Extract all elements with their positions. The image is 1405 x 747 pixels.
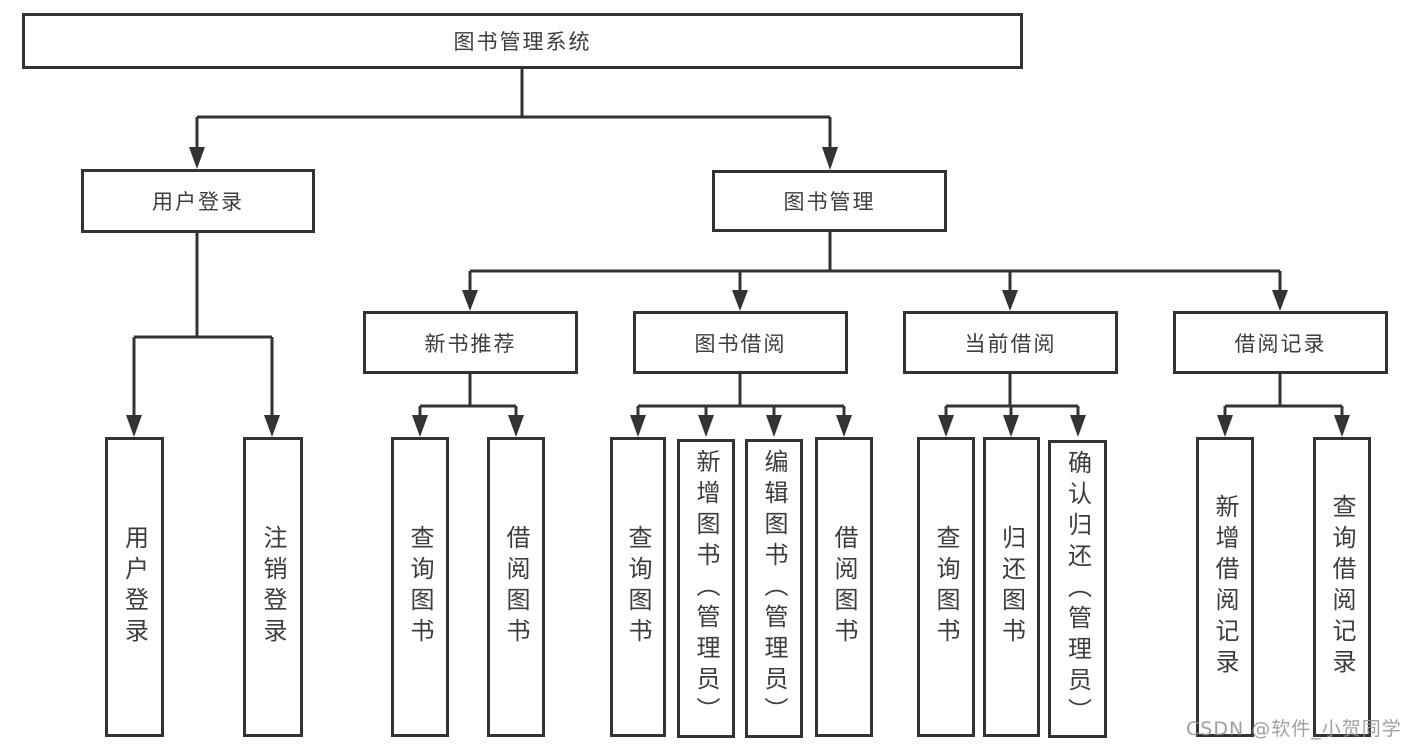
node-label: 用户登录: [120, 525, 149, 649]
node-current-borrow: 当前借阅: [903, 311, 1118, 374]
node-label: 新书推荐: [424, 331, 517, 356]
node-label: 新增借阅记录: [1211, 494, 1239, 680]
node-label: 借阅记录: [1234, 331, 1327, 356]
node-leaf-edit-books-admin: 编辑图书（管理员）: [745, 439, 803, 738]
node-leaf-borrow-books-1: 借阅图书: [487, 437, 545, 737]
node-label: 新增图书（管理员）: [692, 449, 720, 728]
node-leaf-query-books-2: 查询图书: [610, 437, 666, 737]
node-book-borrow: 图书借阅: [633, 311, 848, 374]
node-label: 图书管理系统: [453, 30, 592, 54]
node-library-management-system: 图书管理系统: [22, 13, 1023, 69]
node-new-book-recommend: 新书推荐: [363, 311, 578, 374]
node-leaf-add-books-admin: 新增图书（管理员）: [677, 439, 735, 738]
node-label: 查询图书: [932, 525, 960, 649]
node-leaf-user-login: 用户登录: [105, 437, 164, 737]
csdn-watermark: CSDN @软件_小贺同学: [1186, 718, 1402, 740]
node-leaf-query-borrow-record: 查询借阅记录: [1313, 437, 1371, 737]
node-book-management: 图书管理: [712, 170, 947, 232]
node-label: 图书借阅: [694, 331, 787, 356]
node-leaf-add-borrow-record: 新增借阅记录: [1196, 437, 1254, 737]
node-label: 编辑图书（管理员）: [760, 449, 788, 728]
node-label: 确认归还（管理员）: [1063, 449, 1092, 729]
node-label: 图书管理: [783, 190, 876, 214]
node-label: 查询图书: [624, 525, 652, 649]
arrowhead-icons: [126, 147, 1350, 437]
node-leaf-query-books-1: 查询图书: [391, 437, 449, 737]
node-label: 查询图书: [406, 525, 434, 649]
node-label: 归还图书: [997, 525, 1026, 649]
node-label: 借阅图书: [502, 525, 530, 649]
node-leaf-borrow-books-2: 借阅图书: [815, 437, 873, 737]
node-borrow-records: 借阅记录: [1173, 311, 1388, 374]
node-label: 查询借阅记录: [1328, 494, 1356, 680]
node-leaf-query-books-3: 查询图书: [917, 437, 975, 737]
node-label: 用户登录: [152, 190, 244, 214]
node-leaf-logout: 注销登录: [243, 437, 303, 737]
node-label: 当前借阅: [964, 331, 1057, 356]
node-leaf-return-books: 归还图书: [983, 437, 1040, 737]
node-label: 注销登录: [259, 525, 287, 649]
node-user-login: 用户登录: [81, 169, 315, 233]
node-leaf-confirm-return-admin: 确认归还（管理员）: [1048, 440, 1107, 738]
node-label: 借阅图书: [830, 525, 858, 649]
